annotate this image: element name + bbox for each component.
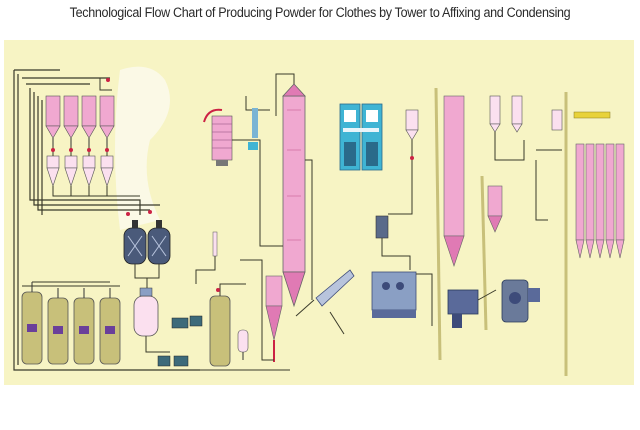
small-valves bbox=[51, 78, 152, 216]
bag-filter-3 bbox=[551, 109, 563, 131]
right-collector bbox=[564, 92, 625, 376]
bag-filters bbox=[489, 95, 563, 133]
olive-tank-4 bbox=[99, 288, 121, 365]
packing-machine-1 bbox=[447, 289, 497, 328]
small-pink-vessel bbox=[237, 329, 249, 360]
pink-storage-tank bbox=[133, 287, 170, 353]
dosing-vessel bbox=[375, 215, 411, 270]
pink-hopper-3 bbox=[81, 95, 97, 146]
reactor-2 bbox=[147, 220, 171, 265]
tower-cyclone bbox=[265, 275, 283, 362]
powder-mixer bbox=[371, 271, 433, 326]
small-hopper-1 bbox=[46, 155, 60, 187]
pink-hopper-1 bbox=[45, 95, 61, 146]
pink-hoppers-row-1 bbox=[45, 95, 115, 146]
pump-units bbox=[157, 315, 203, 367]
olive-tank-2 bbox=[47, 288, 69, 365]
reactor-1 bbox=[123, 220, 147, 265]
small-silo bbox=[480, 175, 503, 331]
olive-tank-middle bbox=[209, 283, 246, 367]
air-filter bbox=[252, 108, 258, 138]
control-cabinet bbox=[339, 103, 383, 171]
olive-tank-1 bbox=[21, 282, 43, 365]
olive-tank-3 bbox=[73, 288, 95, 365]
reactor-pair bbox=[123, 220, 171, 292]
pink-hoppers-row-2 bbox=[46, 155, 114, 187]
connector-pipes bbox=[200, 132, 562, 371]
left-frame-pipes bbox=[13, 69, 200, 371]
small-hopper-4 bbox=[100, 155, 114, 187]
olive-tank-group bbox=[21, 281, 121, 365]
pink-hopper-2 bbox=[63, 95, 79, 146]
hot-air-pipes bbox=[232, 96, 283, 361]
top-dust-hopper bbox=[388, 109, 419, 215]
small-hopper-3 bbox=[82, 155, 96, 187]
spray-drying-tower bbox=[275, 73, 313, 308]
inclined-conveyor bbox=[295, 269, 355, 335]
bag-filter-1 bbox=[489, 95, 501, 133]
hot-air-furnace bbox=[203, 108, 233, 166]
pink-hopper-4 bbox=[99, 95, 115, 146]
thermometer-column bbox=[195, 231, 218, 284]
small-hopper-2 bbox=[64, 155, 78, 187]
packing-machine-2 bbox=[501, 279, 540, 323]
tall-silo bbox=[434, 87, 465, 361]
bag-filter-2 bbox=[511, 95, 523, 133]
background-panel bbox=[4, 40, 634, 385]
heat-exchanger bbox=[248, 142, 258, 150]
background-highlight bbox=[115, 66, 170, 231]
chart-title: Technological Flow Chart of Producing Po… bbox=[69, 5, 571, 20]
